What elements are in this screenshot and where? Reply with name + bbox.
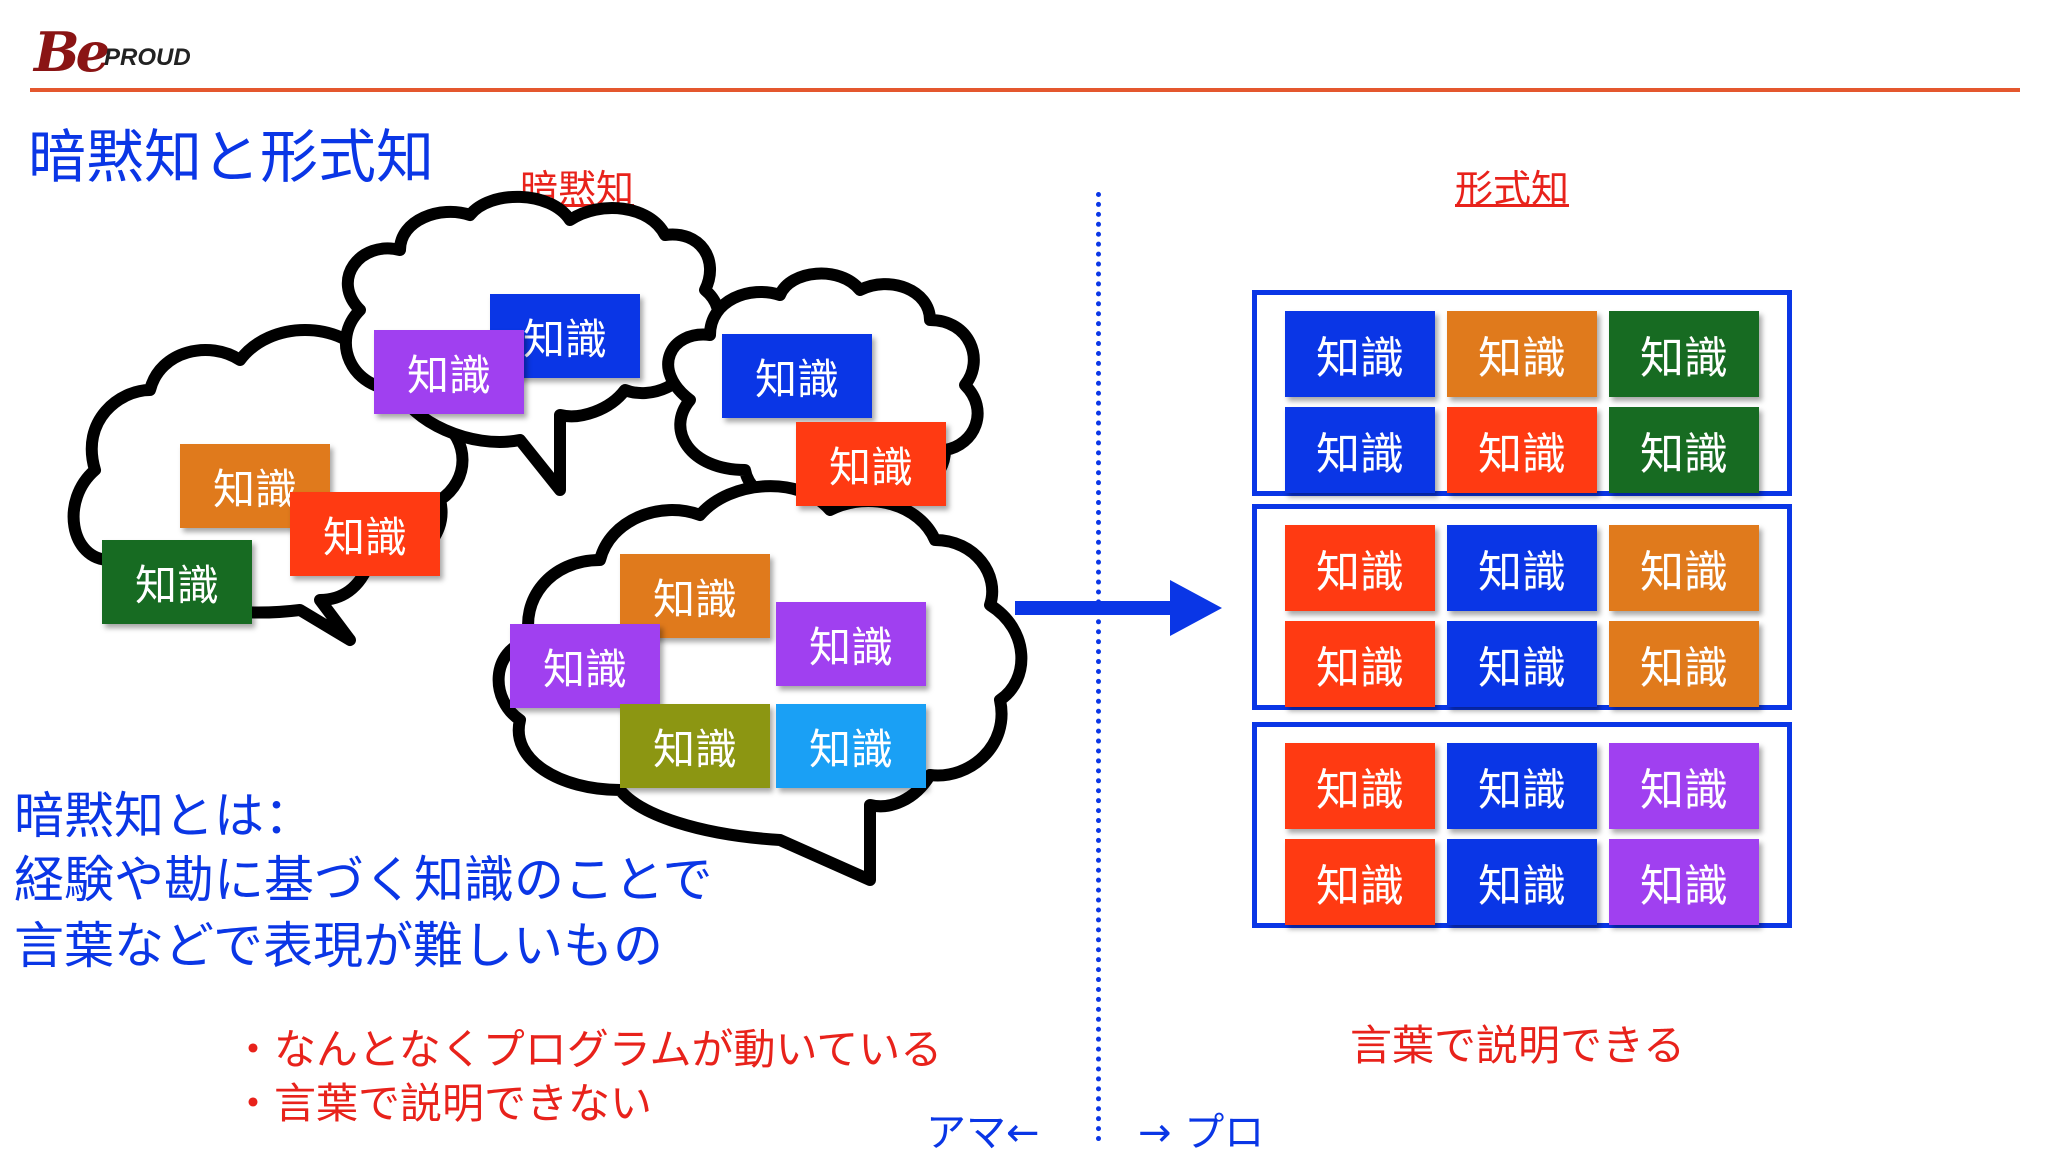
knowledge-chip: 知識 — [796, 422, 946, 506]
knowledge-chip: 知識 — [1447, 621, 1597, 707]
explicit-group-box: 知識知識知識知識知識知識 — [1252, 504, 1792, 710]
explicit-heading: 形式知 — [1455, 167, 1570, 211]
knowledge-chip: 知識 — [1447, 407, 1597, 493]
beproud-logo: Be PROUD — [34, 20, 234, 90]
knowledge-chip: 知識 — [290, 492, 440, 576]
amateur-label: アマ← — [926, 1110, 1040, 1156]
knowledge-chip: 知識 — [510, 624, 660, 708]
knowledge-chip: 知識 — [374, 330, 524, 414]
explicit-group-box: 知識知識知識知識知識知識 — [1252, 290, 1792, 496]
explicit-caption: 言葉で説明できる — [1350, 1021, 1686, 1070]
logo-word: PROUD — [104, 44, 191, 71]
knowledge-chip: 知識 — [620, 704, 770, 788]
page-title: 暗黙知と形式知 — [28, 123, 435, 191]
logo-initials: Be — [34, 20, 110, 84]
knowledge-chip: 知識 — [1447, 839, 1597, 925]
knowledge-chip: 知識 — [620, 554, 770, 638]
knowledge-chip: 知識 — [1285, 621, 1435, 707]
knowledge-chip: 知識 — [1609, 311, 1759, 397]
knowledge-chip: 知識 — [1609, 743, 1759, 829]
knowledge-chip: 知識 — [722, 334, 872, 418]
knowledge-chip: 知識 — [1609, 407, 1759, 493]
pro-label: → プロ — [1138, 1110, 1265, 1156]
dotted-divider — [1096, 192, 1101, 1142]
tacit-bullet-1: ・なんとなくプログラムが動いている — [232, 1025, 943, 1074]
knowledge-chip: 知識 — [1447, 311, 1597, 397]
knowledge-chip: 知識 — [776, 704, 926, 788]
right-arrow — [1015, 580, 1222, 636]
knowledge-chip: 知識 — [1285, 525, 1435, 611]
knowledge-chip: 知識 — [1447, 743, 1597, 829]
definition-line-1: 暗黙知とは： — [14, 787, 314, 845]
explicit-group-box: 知識知識知識知識知識知識 — [1252, 722, 1792, 928]
knowledge-chip: 知識 — [1609, 621, 1759, 707]
definition-line-3: 言葉などで表現が難しいもの — [14, 917, 663, 975]
knowledge-chip: 知識 — [1447, 525, 1597, 611]
knowledge-chip: 知識 — [1609, 525, 1759, 611]
header-rule — [30, 88, 2020, 92]
knowledge-chip: 知識 — [1285, 311, 1435, 397]
knowledge-chip: 知識 — [1285, 743, 1435, 829]
knowledge-chip: 知識 — [1285, 407, 1435, 493]
knowledge-chip: 知識 — [102, 540, 252, 624]
definition-line-2: 経験や勘に基づく知識のことで — [14, 851, 713, 909]
tacit-bullet-2: ・言葉で説明できない — [232, 1079, 653, 1128]
knowledge-chip: 知識 — [776, 602, 926, 686]
knowledge-chip: 知識 — [1609, 839, 1759, 925]
knowledge-chip: 知識 — [1285, 839, 1435, 925]
